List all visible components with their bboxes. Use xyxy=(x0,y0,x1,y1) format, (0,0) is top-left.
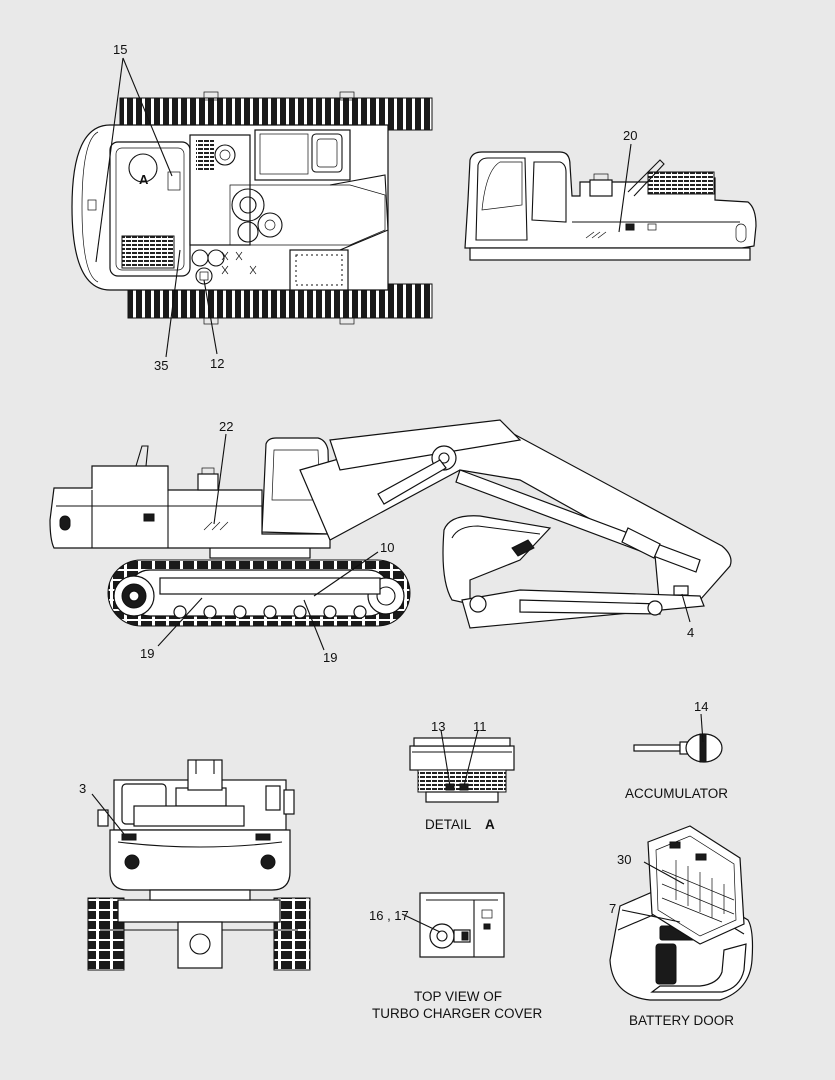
upper-structure-side xyxy=(464,151,757,249)
callout-22: 22 xyxy=(219,419,233,434)
battery-door-drawing xyxy=(609,825,754,1001)
callout-13: 13 xyxy=(431,719,445,734)
rear-view-drawing xyxy=(87,759,311,971)
callout-a-detail: A xyxy=(139,172,149,187)
upper-body-side xyxy=(49,465,331,549)
callout-30: 30 xyxy=(617,852,631,867)
callout-16-17: 16 , 17 xyxy=(369,908,409,923)
caption-detail-letter: A xyxy=(485,817,495,832)
callout-10: 10 xyxy=(380,540,394,555)
callout-7: 7 xyxy=(609,901,616,916)
caption-battery-door: BATTERY DOOR xyxy=(629,1013,734,1028)
callout-20: 20 xyxy=(623,128,637,143)
callout-12: 12 xyxy=(210,356,224,371)
turbo-charger-cover-drawing xyxy=(419,892,505,958)
callout-11: 11 xyxy=(473,719,487,734)
caption-turbo-line2: TURBO CHARGER COVER xyxy=(372,1006,543,1021)
callout-19-left: 19 xyxy=(140,646,154,661)
caption-detail: DETAIL xyxy=(425,817,472,832)
side-view-upper-drawing xyxy=(464,151,757,261)
callout-15: 15 xyxy=(113,42,127,57)
detail-a-drawing xyxy=(409,737,515,803)
callout-19-right: 19 xyxy=(323,650,337,665)
accumulator-drawing xyxy=(633,733,723,763)
bucket xyxy=(442,515,552,605)
caption-turbo-line1: TOP VIEW OF xyxy=(414,989,502,1004)
top-view-drawing xyxy=(71,91,433,325)
callout-4: 4 xyxy=(687,625,694,640)
callout-35: 35 xyxy=(154,358,168,373)
full-side-view-drawing xyxy=(49,419,732,629)
caption-accumulator: ACCUMULATOR xyxy=(625,786,728,801)
callout-3: 3 xyxy=(79,781,86,796)
callout-14: 14 xyxy=(694,699,708,714)
